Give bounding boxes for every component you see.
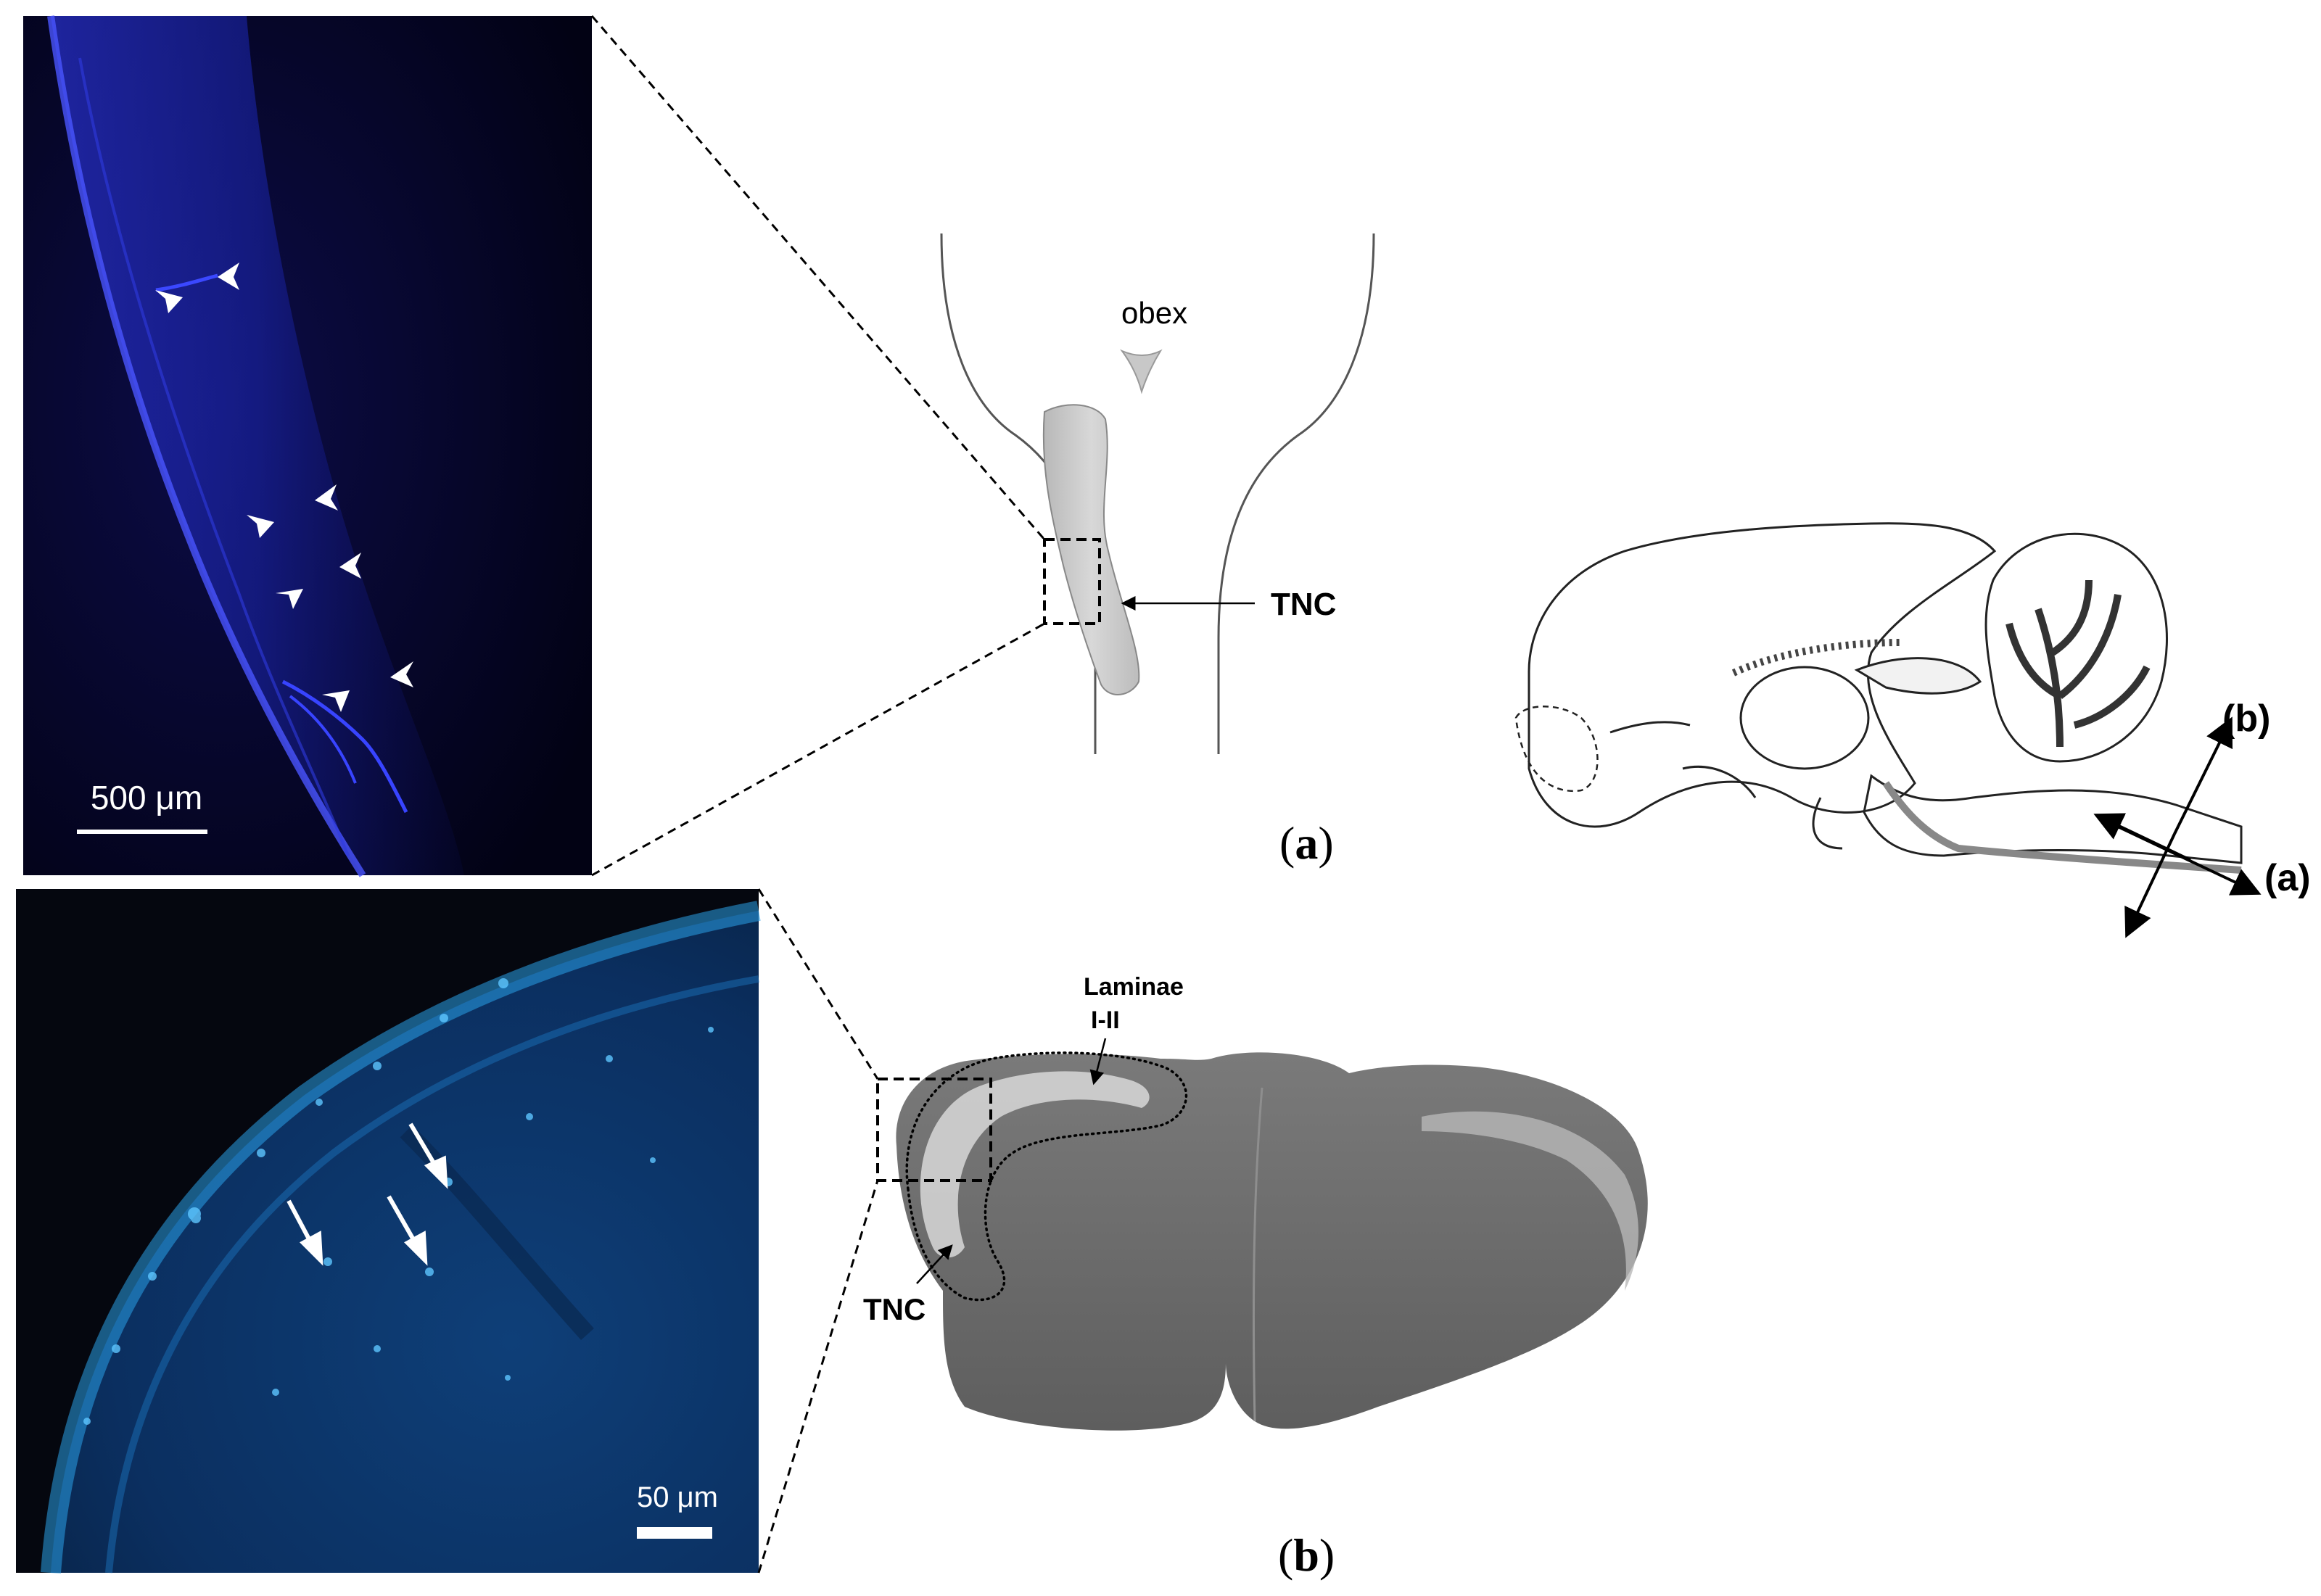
section-roi-box <box>876 1078 992 1182</box>
plane-a-label: (a) <box>2264 857 2311 899</box>
tnc-region <box>1042 404 1140 695</box>
scale-bar-50-label: 50 μm <box>637 1481 718 1513</box>
coronal-section-diagram <box>876 1038 1648 1431</box>
cerebellum <box>1984 532 2168 763</box>
brainstem-roi-box <box>1043 538 1101 625</box>
obex-label: obex <box>1121 296 1187 330</box>
scale-bar-500-label: 500 μm <box>91 779 202 816</box>
arrowhead-markers <box>155 262 413 712</box>
laminae-band-left <box>920 1071 1150 1258</box>
tnc-label-top: TNC <box>1271 587 1336 622</box>
tnc-label-bottom: TNC <box>863 1292 925 1326</box>
zoom-lines-bottom <box>757 888 879 1574</box>
fluorescent-speckles <box>83 978 714 1425</box>
bottom-left-micrograph: 50 μm <box>16 889 761 1574</box>
sagittal-brain-diagram <box>1514 522 2262 938</box>
section-tissue <box>896 1052 1648 1431</box>
plane-b-label: (b) <box>2222 698 2270 740</box>
tnc-dotted-outline <box>905 1051 1188 1302</box>
brainstem-diagram: obex TNC <box>940 233 1375 754</box>
white-arrows <box>286 1122 448 1266</box>
caption-b: (b) <box>1278 1529 1335 1581</box>
obex-shape <box>1120 349 1163 394</box>
top-left-micrograph: 500 μm <box>23 15 592 877</box>
laminae-label: Laminae I-II <box>1084 973 1190 1034</box>
zoom-lines-top <box>590 15 1046 877</box>
caption-a: (a) <box>1279 817 1334 869</box>
